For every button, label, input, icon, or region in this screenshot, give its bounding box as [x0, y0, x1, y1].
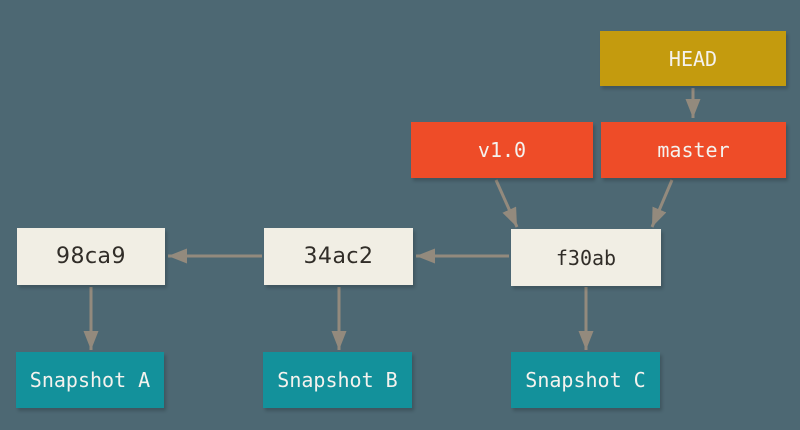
head-ref-label: HEAD: [668, 46, 718, 71]
commit-hash-label: f30ab: [555, 245, 617, 270]
commit-hash-label: 98ca9: [55, 244, 127, 269]
commit-node-98ca9: 98ca9: [17, 228, 165, 285]
commit-node-f30ab: f30ab: [511, 229, 661, 286]
snapshot-node-c: Snapshot C: [511, 352, 660, 408]
arrow-v1-0-to-f30ab: [494, 179, 519, 228]
snapshot-label: Snapshot C: [525, 368, 646, 392]
commit-hash-label: 34ac2: [303, 244, 374, 269]
snapshot-node-a: Snapshot A: [16, 352, 164, 408]
snapshot-node-b: Snapshot B: [263, 352, 412, 408]
head-ref-node: HEAD: [600, 31, 786, 86]
branch-node-master: master: [601, 122, 786, 178]
tag-label: v1.0: [477, 138, 527, 162]
tag-node-v1-0: v1.0: [411, 122, 593, 178]
snapshot-label: Snapshot B: [277, 368, 398, 392]
commit-node-34ac2: 34ac2: [264, 228, 413, 285]
snapshot-label: Snapshot A: [29, 368, 151, 392]
branch-label: master: [657, 138, 730, 162]
arrow-master-to-f30ab: [650, 179, 674, 228]
